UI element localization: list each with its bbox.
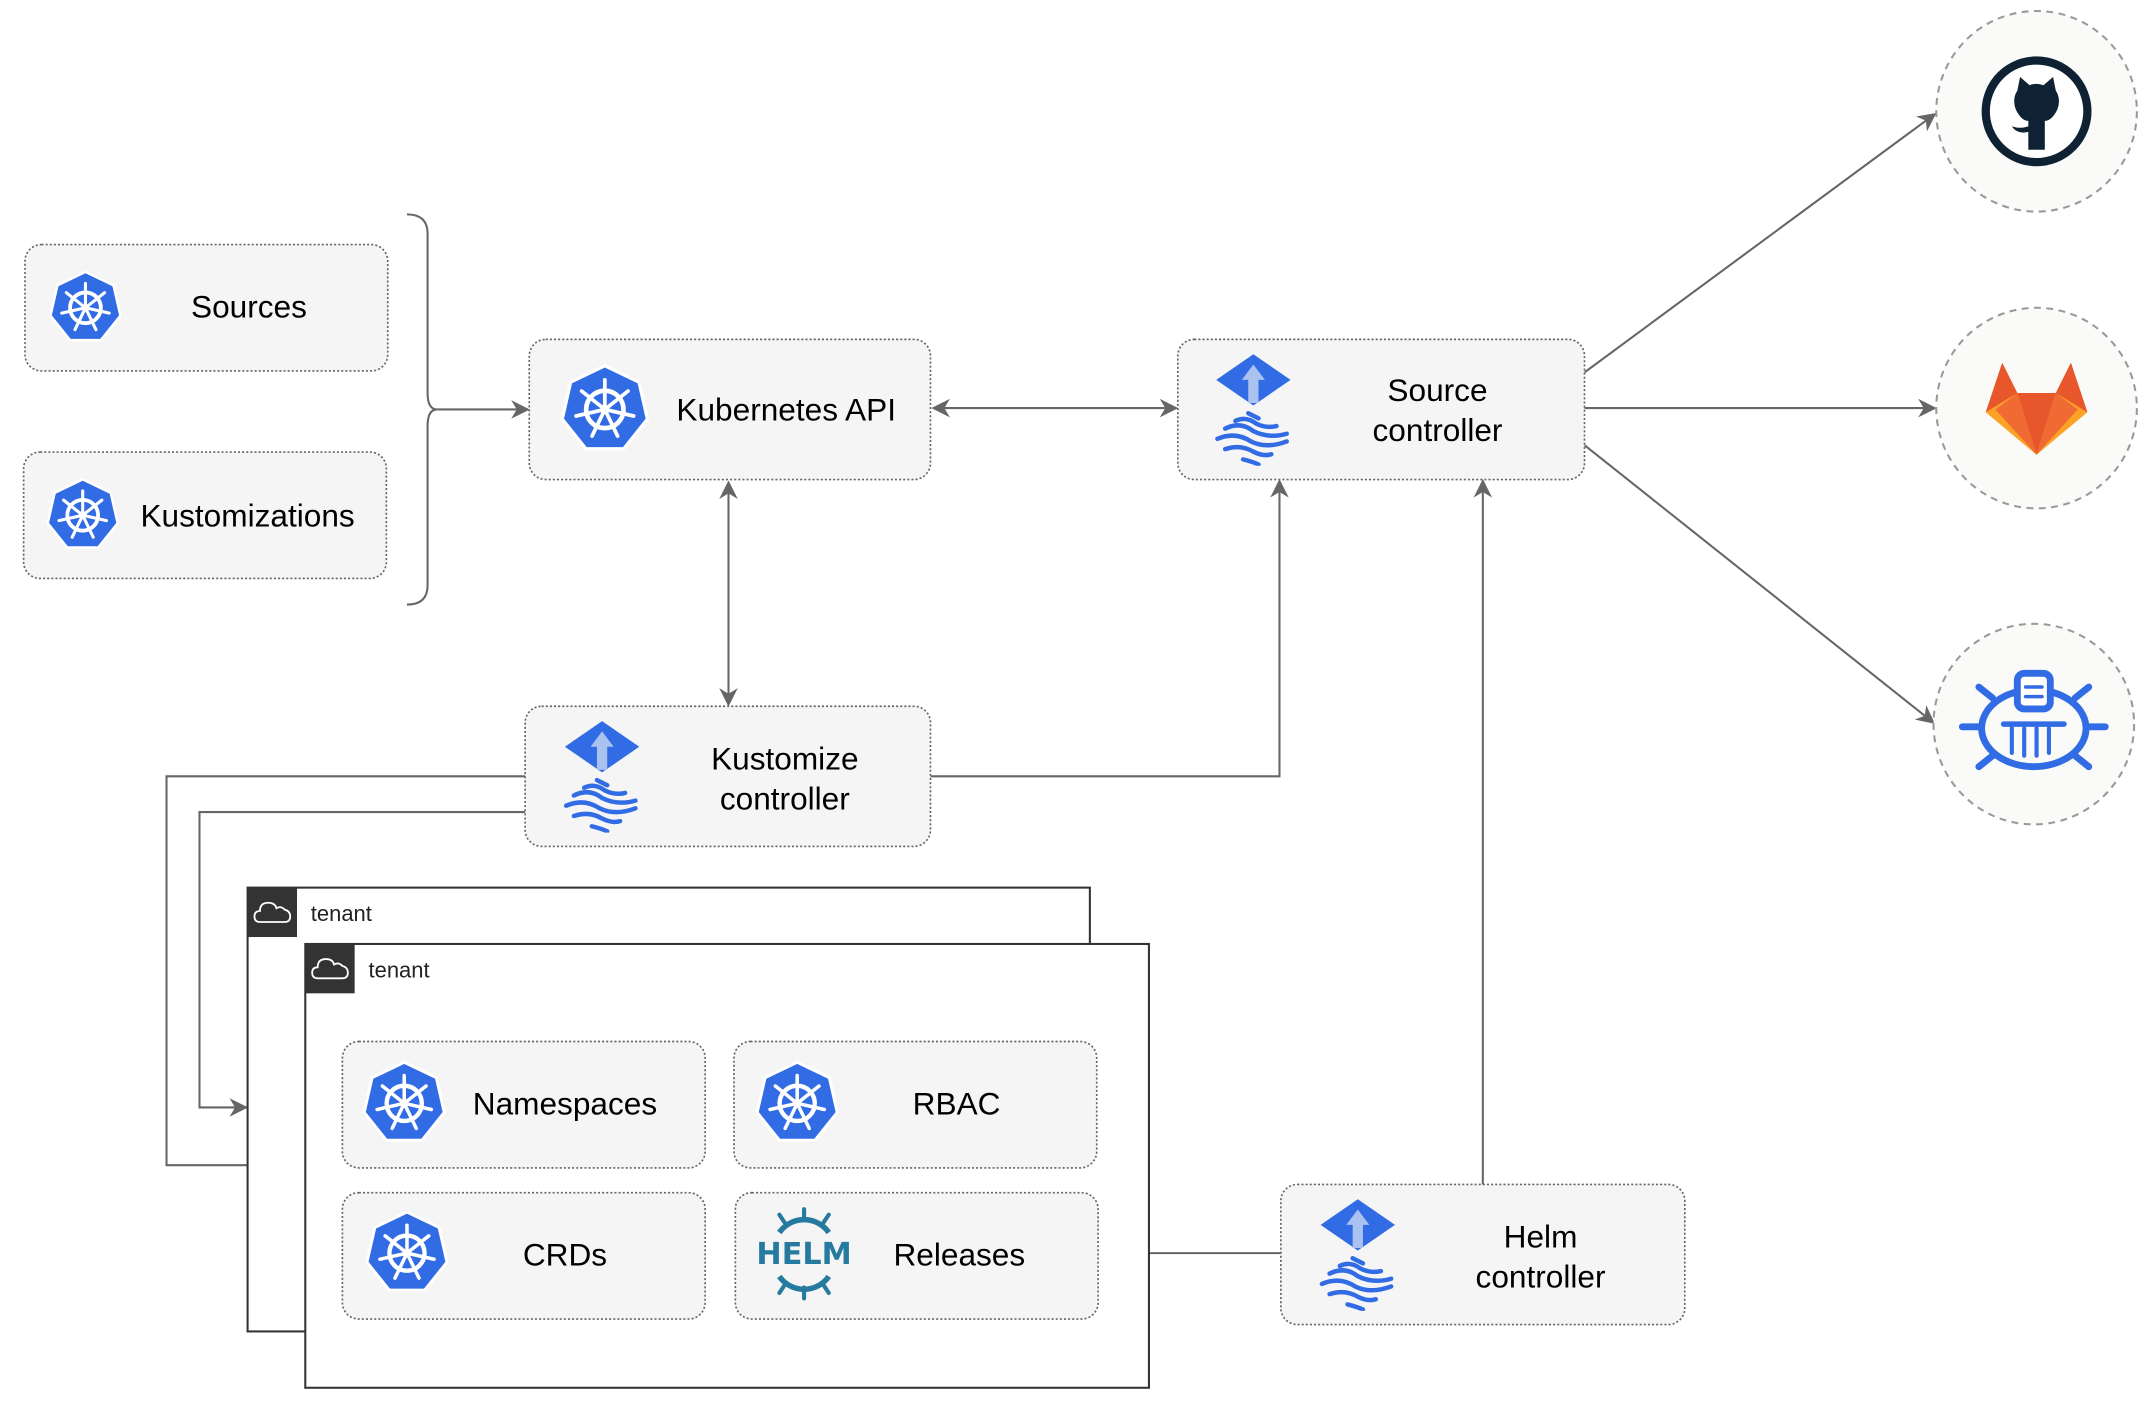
tenant-front[interactable]: tenant Namespaces RBAC CRDs bbox=[304, 942, 1150, 1389]
edge-kustomize-to-tenant-back bbox=[198, 811, 526, 1117]
bucket-source[interactable] bbox=[1932, 622, 2136, 826]
kustomize-controller-label-line2: controller bbox=[720, 780, 850, 816]
kustomize-controller-label-line1: Kustomize bbox=[711, 740, 858, 776]
source-controller-label-line1: Source bbox=[1387, 372, 1487, 408]
edges bbox=[165, 112, 1937, 1263]
gitlab-source[interactable] bbox=[1935, 306, 2138, 510]
github-icon bbox=[1981, 56, 2092, 167]
edge-kustomize-to-source bbox=[930, 479, 1289, 778]
rbac-node[interactable]: RBAC bbox=[733, 1040, 1098, 1169]
kustomize-controller-node[interactable]: Kustomize controller bbox=[524, 705, 932, 848]
gitlab-icon bbox=[1985, 362, 2088, 455]
edge-kustomize-to-tenant-front bbox=[165, 775, 526, 1175]
releases-label: Releases bbox=[893, 1236, 1025, 1272]
sources-label: Sources bbox=[191, 288, 307, 324]
crds-label: CRDs bbox=[523, 1236, 607, 1272]
sources-node[interactable]: Sources bbox=[24, 243, 389, 372]
rbac-label: RBAC bbox=[913, 1085, 1001, 1121]
releases-node[interactable]: HELM Releases bbox=[734, 1191, 1099, 1320]
edge-source-to-bucket bbox=[1583, 444, 1935, 724]
source-controller-node[interactable]: Source controller bbox=[1176, 338, 1586, 481]
cloud-icon bbox=[247, 887, 298, 938]
kustomizations-node[interactable]: Kustomizations bbox=[22, 451, 388, 580]
tenant-label: tenant bbox=[311, 901, 372, 926]
helm-controller-node[interactable]: Helm controller bbox=[1280, 1183, 1686, 1326]
namespaces-label: Namespaces bbox=[473, 1085, 657, 1121]
source-controller-label-line2: controller bbox=[1373, 412, 1503, 448]
bucket-icon bbox=[1958, 669, 2109, 771]
kubernetes-api-label: Kubernetes API bbox=[676, 391, 896, 427]
tenant-label: tenant bbox=[369, 958, 430, 983]
cloud-icon bbox=[305, 943, 355, 994]
helm-icon: HELM bbox=[756, 1207, 852, 1301]
namespaces-node[interactable]: Namespaces bbox=[341, 1040, 706, 1169]
kubernetes-api-node[interactable]: Kubernetes API bbox=[528, 338, 932, 481]
brace bbox=[406, 213, 438, 606]
helm-logo-text: HELM bbox=[756, 1237, 851, 1272]
edge-source-to-github bbox=[1583, 112, 1937, 374]
crds-node[interactable]: CRDs bbox=[341, 1191, 706, 1320]
github-source[interactable] bbox=[1935, 9, 2138, 213]
helm-controller-label-line2: controller bbox=[1476, 1258, 1606, 1294]
kustomizations-label: Kustomizations bbox=[140, 497, 354, 533]
helm-controller-label-line1: Helm bbox=[1504, 1219, 1578, 1255]
